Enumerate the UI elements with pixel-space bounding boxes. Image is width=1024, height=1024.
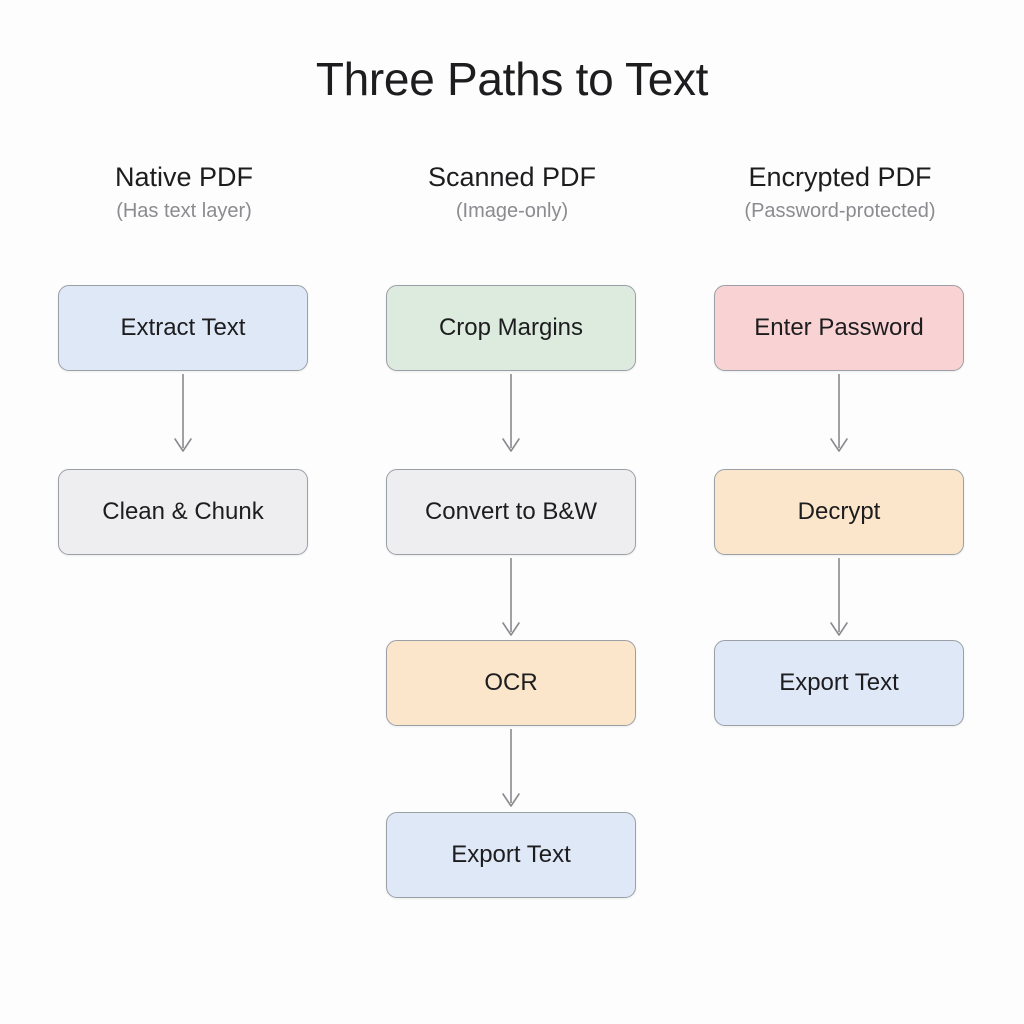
flow-node-label: Export Text bbox=[451, 841, 571, 868]
column-subtitle: (Image-only) bbox=[455, 200, 569, 222]
flow-node-label: Clean & Chunk bbox=[102, 498, 264, 525]
flow-node[interactable]: Extract Text bbox=[58, 285, 308, 371]
flow-node-label: Crop Margins bbox=[438, 314, 584, 341]
flow-column-scanned-pdf: Scanned PDF (Image-only) bbox=[386, 160, 638, 226]
flow-node-label: Convert to B&W bbox=[424, 498, 598, 525]
column-header-encrypted-pdf: Encrypted PDF (Password-protected) bbox=[714, 160, 966, 226]
column-title: Scanned PDF bbox=[427, 162, 597, 192]
flow-arrow bbox=[827, 556, 851, 640]
flow-node[interactable]: Convert to B&W bbox=[386, 469, 636, 555]
flow-node[interactable]: Crop Margins bbox=[386, 285, 636, 371]
flow-node-label: Enter Password bbox=[754, 314, 924, 341]
flow-arrow bbox=[499, 372, 523, 456]
column-header-native-pdf: Native PDF (Has text layer) bbox=[58, 160, 310, 226]
flow-arrow bbox=[171, 372, 195, 456]
flow-arrow bbox=[499, 556, 523, 640]
flow-column-encrypted-pdf: Encrypted PDF (Password-protected) bbox=[714, 160, 966, 226]
column-title: Encrypted PDF bbox=[748, 162, 932, 192]
column-subtitle: (Has text layer) bbox=[116, 200, 252, 222]
flow-node[interactable]: Enter Password bbox=[714, 285, 964, 371]
page-title: Three Paths to Text bbox=[315, 53, 709, 105]
flow-node-label: Extract Text bbox=[120, 314, 246, 341]
flow-node[interactable]: Decrypt bbox=[714, 469, 964, 555]
flow-arrow bbox=[499, 727, 523, 811]
column-subtitle: (Password-protected) bbox=[744, 200, 936, 222]
flow-node[interactable]: OCR bbox=[386, 640, 636, 726]
flow-node[interactable]: Export Text bbox=[714, 640, 964, 726]
flow-node-label: OCR bbox=[484, 669, 538, 696]
column-header-scanned-pdf: Scanned PDF (Image-only) bbox=[386, 160, 638, 226]
flow-node[interactable]: Export Text bbox=[386, 812, 636, 898]
flow-arrow bbox=[827, 372, 851, 456]
flow-node-label: Export Text bbox=[779, 669, 899, 696]
flow-node-label: Decrypt bbox=[797, 498, 881, 525]
column-title: Native PDF bbox=[114, 162, 254, 192]
flow-column-native-pdf: Native PDF (Has text layer) bbox=[58, 160, 310, 226]
flow-node[interactable]: Clean & Chunk bbox=[58, 469, 308, 555]
